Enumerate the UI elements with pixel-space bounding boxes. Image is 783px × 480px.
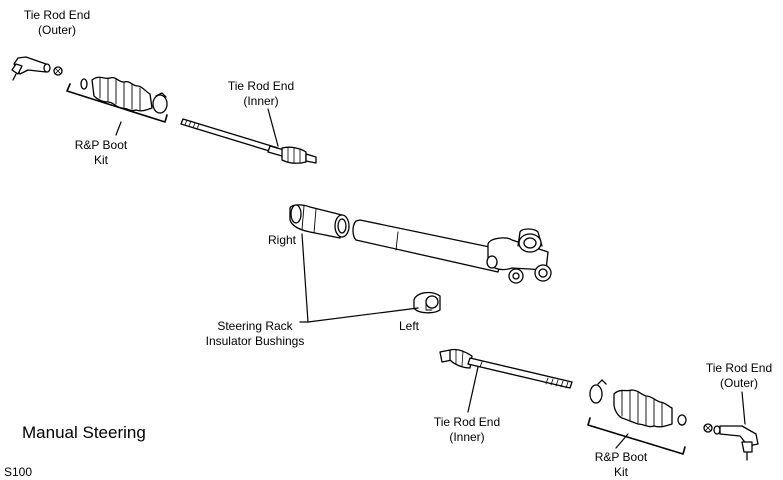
inner-tie-rod-upper-part bbox=[180, 118, 317, 164]
label-rp-boot-kit-upper-left: R&P Boot Kit bbox=[74, 138, 128, 167]
figure-code: S100 bbox=[4, 465, 33, 479]
label-tie-rod-end-inner-upper: Tie Rod End (Inner) bbox=[227, 79, 295, 108]
label-steering-rack-insulator-bushings: Steering Rack Insulator Bushings bbox=[205, 319, 305, 348]
inner-tie-rod-lower-part bbox=[439, 348, 573, 389]
outer-tie-rod-end-right-part bbox=[703, 423, 759, 461]
outer-tie-rod-end-left-part bbox=[11, 56, 63, 81]
boot-kit-left-part bbox=[66, 76, 168, 123]
label-left-bushing: Left bbox=[398, 319, 419, 333]
label-pointer-lines bbox=[115, 108, 746, 449]
diagram-title: Manual Steering bbox=[22, 423, 146, 442]
left-bushing-part bbox=[413, 291, 441, 314]
label-tie-rod-end-outer-upper-left: Tie Rod End (Outer) bbox=[23, 8, 91, 37]
label-right-bushing: Right bbox=[267, 233, 296, 247]
bushing-leader-lines bbox=[299, 233, 419, 323]
label-tie-rod-end-outer-lower-right: Tie Rod End (Outer) bbox=[705, 361, 773, 390]
boot-kit-right-part bbox=[587, 379, 687, 455]
label-tie-rod-end-inner-lower: Tie Rod End (Inner) bbox=[433, 415, 501, 444]
rack-housing-part bbox=[289, 204, 552, 284]
label-rp-boot-kit-lower-right: R&P Boot Kit bbox=[594, 450, 648, 479]
